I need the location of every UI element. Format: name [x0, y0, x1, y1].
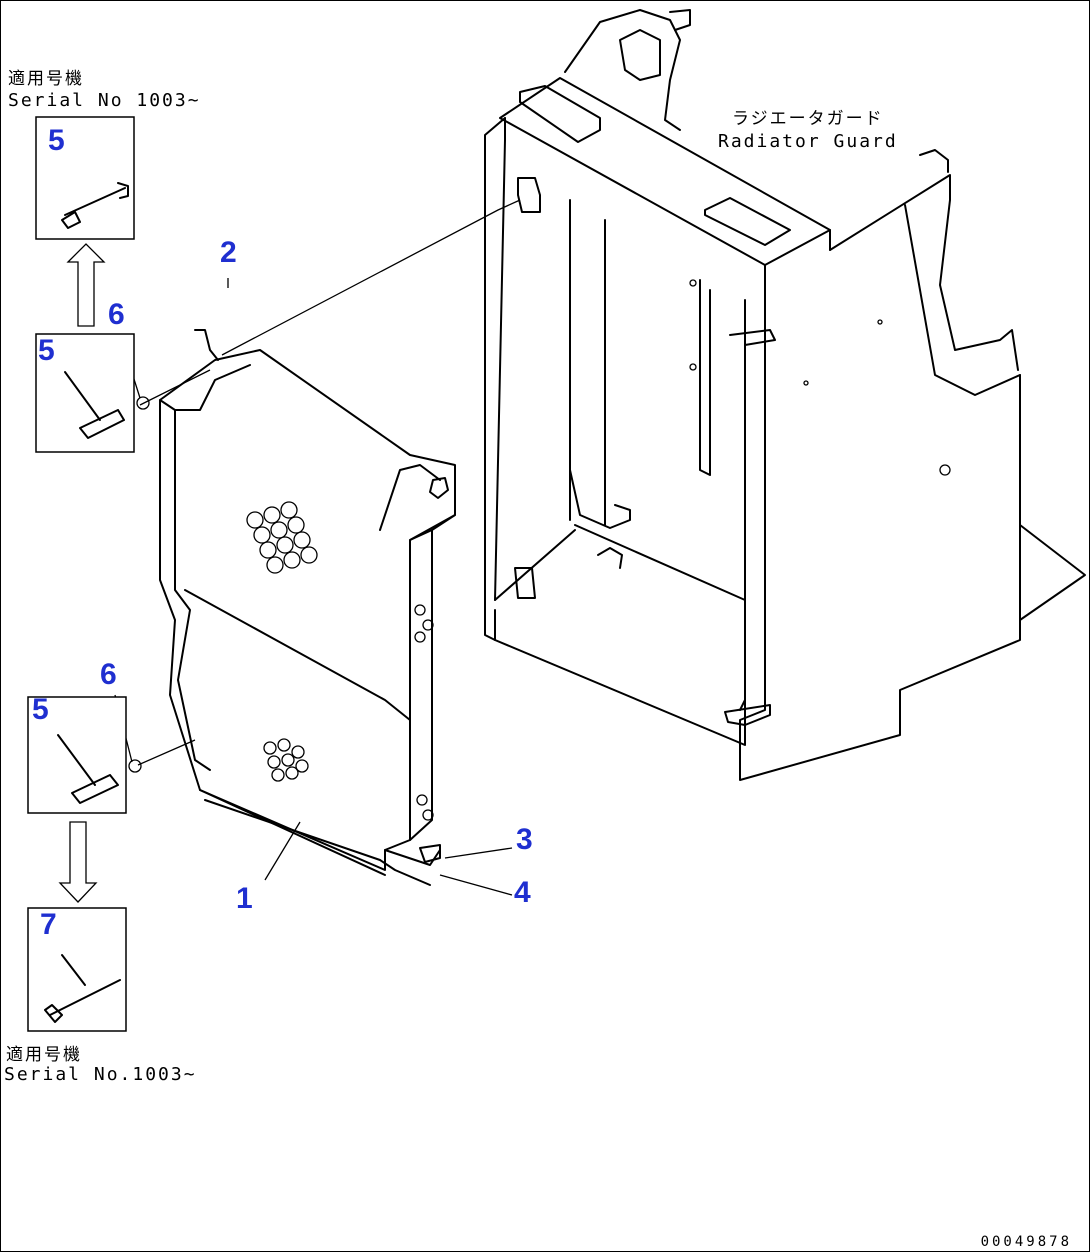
panel-perforations-upper [246, 501, 318, 574]
drawing-code: 00049878 [980, 1234, 1072, 1250]
callout-4[interactable]: 4 [514, 876, 531, 909]
callout-5-top[interactable]: 5 [48, 124, 65, 157]
callout-1[interactable]: 1 [236, 882, 253, 915]
callout-2[interactable]: 2 [220, 236, 237, 269]
part-name-en: Radiator Guard [718, 131, 898, 152]
callout-3[interactable]: 3 [516, 823, 533, 856]
callout-5-low[interactable]: 5 [32, 693, 49, 726]
washer-upper [136, 396, 150, 410]
callout-6-upper[interactable]: 6 [108, 298, 125, 331]
radiator-guard-frame [484, 9, 1086, 781]
detail-box-mid [35, 333, 135, 453]
detail-box-bottom [27, 907, 127, 1032]
leader-lines [59, 168, 521, 896]
serial-note-top-en: Serial No 1003~ [8, 90, 201, 111]
washer-lower [128, 759, 142, 773]
guard-panel [159, 329, 456, 886]
detail-box-top [35, 116, 135, 240]
callout-6-lower[interactable]: 6 [100, 658, 117, 691]
detail-box-low [27, 696, 127, 814]
callout-5-mid[interactable]: 5 [38, 334, 55, 367]
callout-7[interactable]: 7 [40, 908, 57, 941]
down-arrow [58, 821, 98, 903]
serial-note-bottom-jp: 適用号機 [6, 1045, 82, 1065]
part-name-jp: ラジエータガード [732, 109, 884, 129]
panel-perforations-lower [263, 738, 309, 782]
up-arrow [66, 243, 106, 327]
serial-note-bottom-en: Serial No.1003~ [4, 1064, 197, 1085]
serial-note-top-jp: 適用号機 [8, 69, 84, 89]
